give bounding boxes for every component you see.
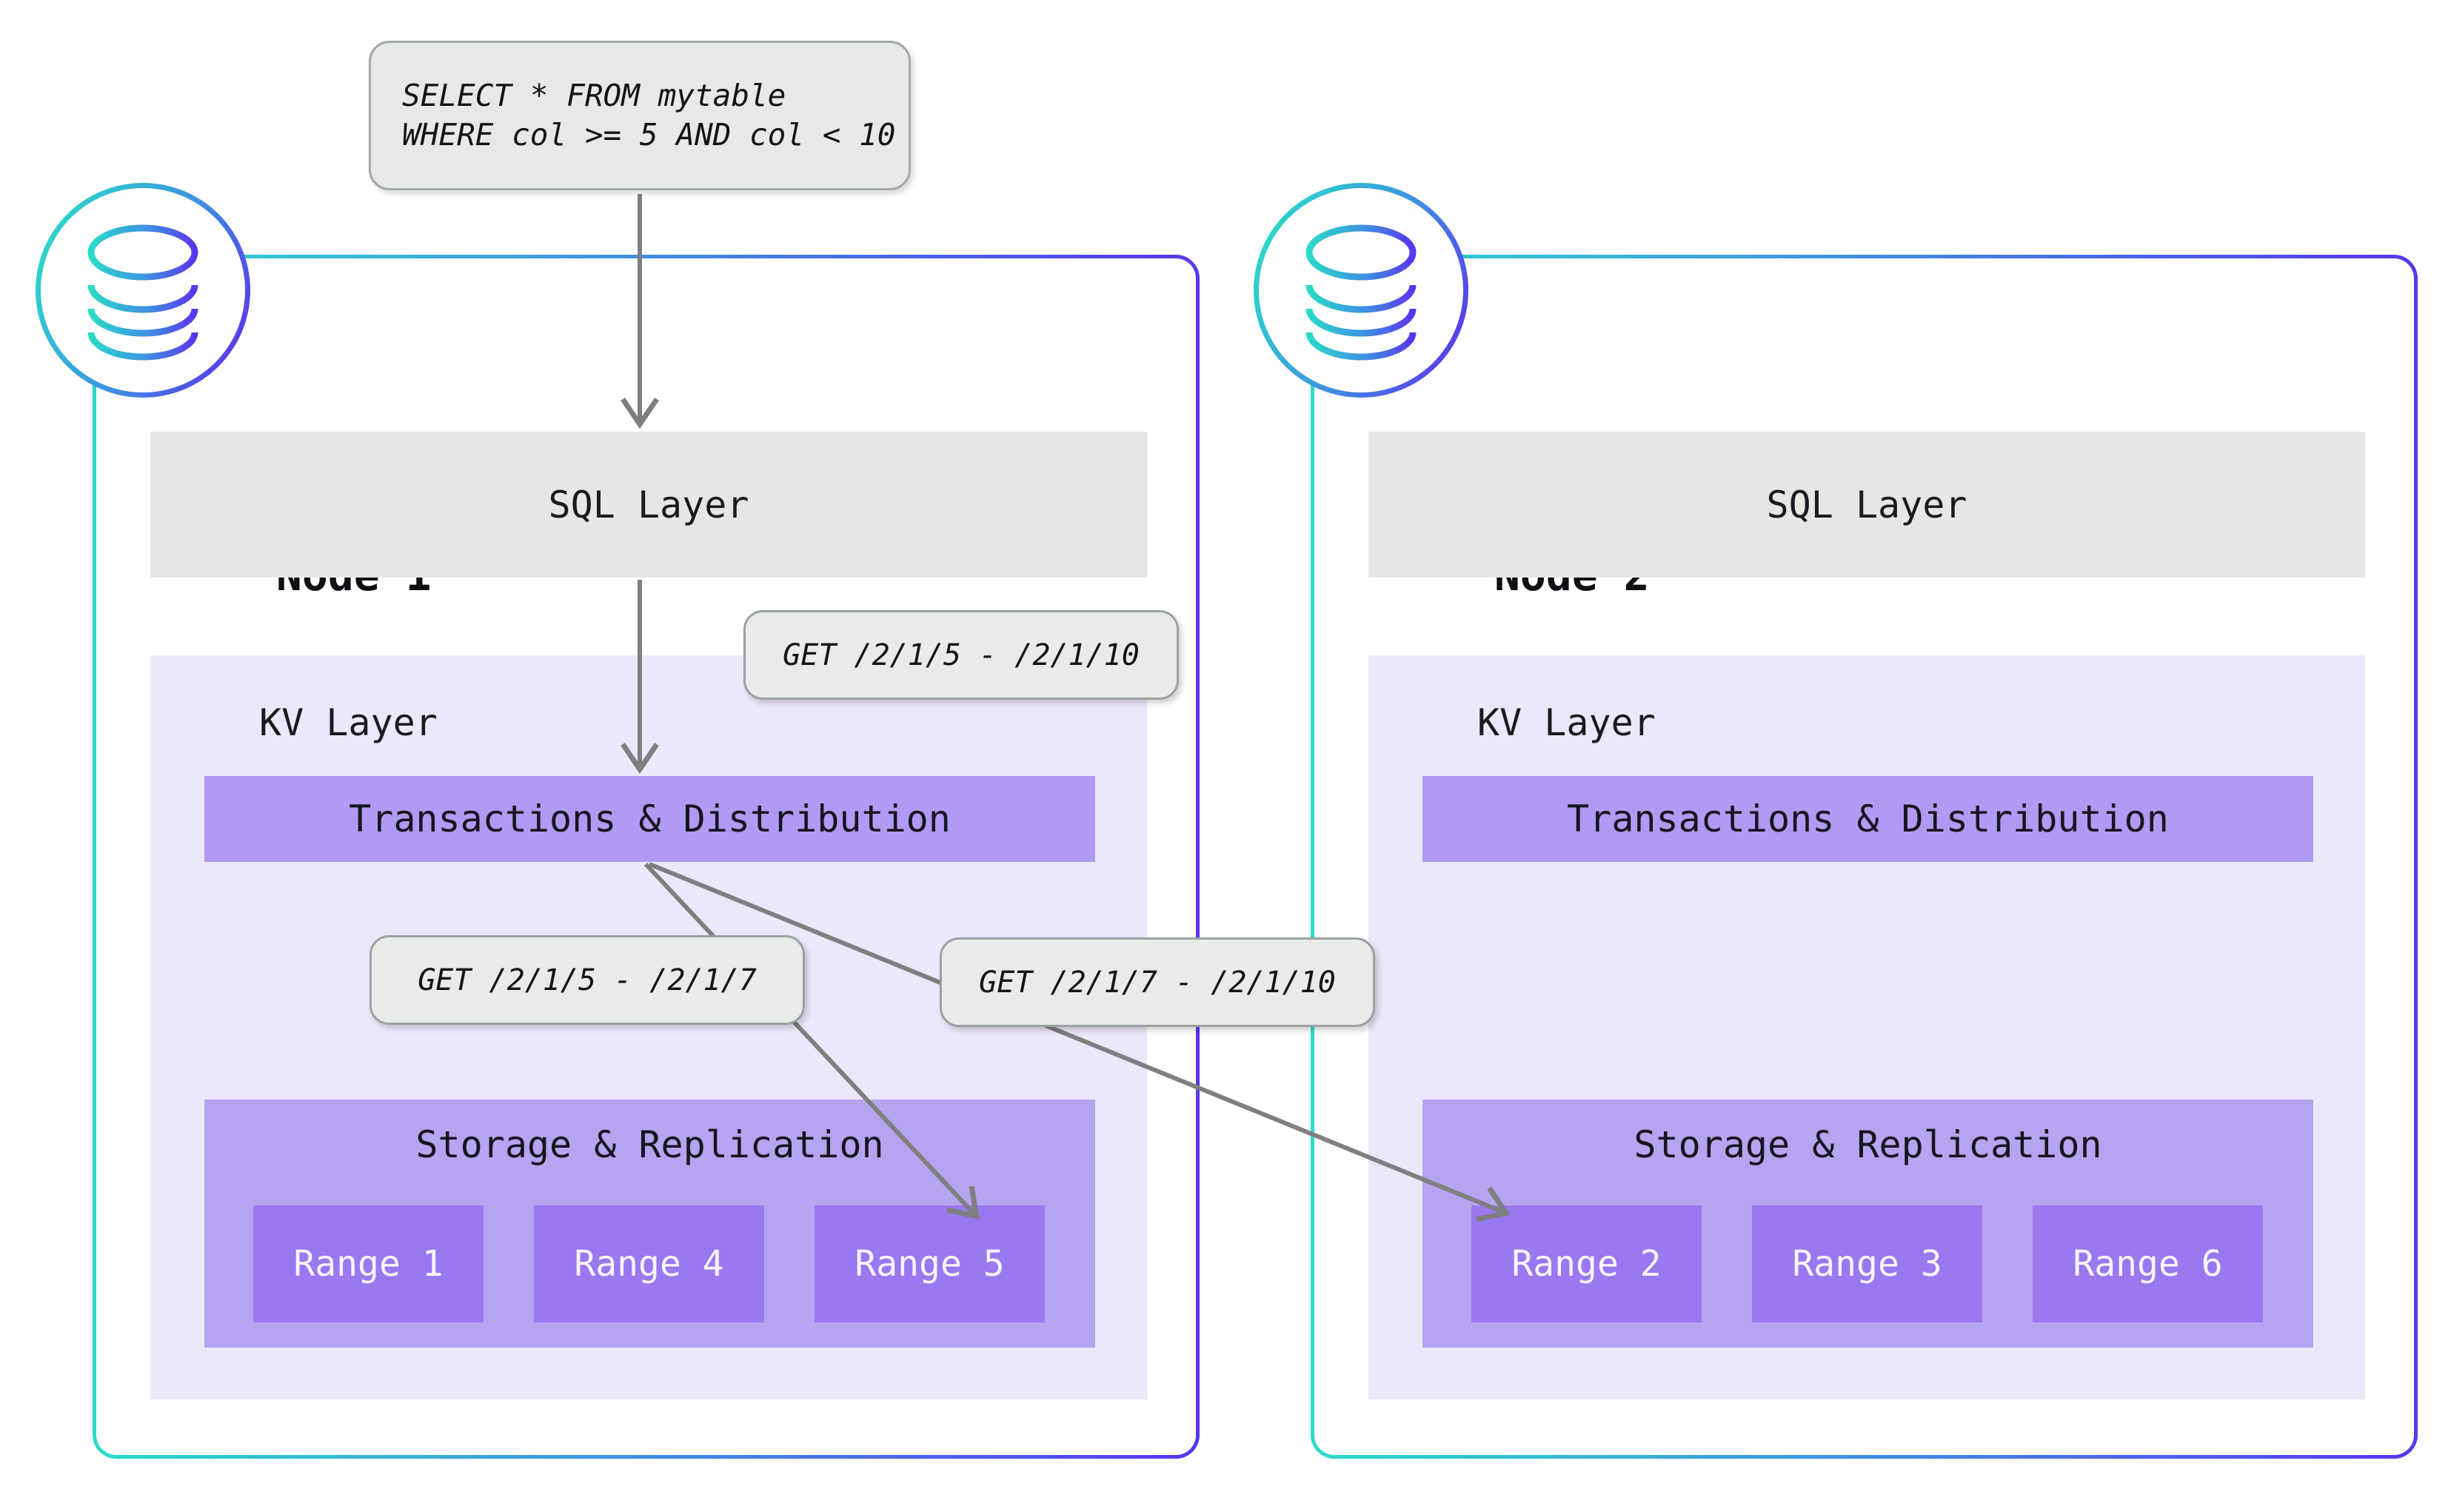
node-2-sql-layer: SQL Layer — [1368, 432, 2365, 578]
node-1-sql-layer: SQL Layer — [150, 432, 1147, 578]
transactions-to-range5-arrow — [643, 862, 980, 1220]
node-1: Node 1 SQL Layer KV Layer Transactions &… — [93, 255, 1200, 1459]
node-1-kv-layer-title: KV Layer — [259, 701, 438, 744]
get-full-range-label: GET /2/1/5 - /2/1/10 — [743, 610, 1179, 700]
node-1-storage-title: Storage & Replication — [415, 1123, 884, 1166]
node-1-transactions-bar: Transactions & Distribution — [204, 776, 1095, 862]
node-2-storage-title: Storage & Replication — [1634, 1123, 2102, 1166]
node-2-kv-layer: KV Layer Transactions & Distribution Sto… — [1368, 655, 2365, 1399]
database-icon — [1305, 224, 1417, 361]
database-icon — [87, 224, 198, 361]
range-box-1: Range 1 — [253, 1205, 484, 1322]
node-1-storage-box: Storage & Replication Range 1 Range 4 Ra… — [204, 1100, 1095, 1348]
get-right-range-label: GET /2/1/7 - /2/1/10 — [940, 937, 1375, 1027]
range-box-5: Range 5 — [815, 1205, 1045, 1322]
node-2-storage-box: Storage & Replication Range 2 Range 3 Ra… — [1422, 1100, 2313, 1348]
node-2-database-badge — [1254, 183, 1468, 398]
node-2-transactions-bar: Transactions & Distribution — [1422, 776, 2313, 862]
transactions-to-range2-arrow — [648, 862, 1511, 1222]
node-1-kv-layer: KV Layer Transactions & Distribution Sto… — [150, 655, 1147, 1399]
sql-query-box: SELECT * FROM mytable WHERE col >= 5 AND… — [369, 41, 911, 190]
range-box-6: Range 6 — [2033, 1205, 2263, 1322]
sql-query-line-2: WHERE col >= 5 AND col < 10 — [402, 117, 896, 153]
range-box-2: Range 2 — [1471, 1205, 1702, 1322]
node-1-database-badge — [36, 183, 250, 398]
node-2: Node 2 SQL Layer KV Layer Transactions &… — [1311, 255, 2418, 1459]
get-left-range-label: GET /2/1/5 - /2/1/7 — [370, 935, 805, 1025]
range-box-3: Range 3 — [1752, 1205, 1982, 1322]
sql-query-line-1: SELECT * FROM mytable — [402, 78, 786, 113]
range-box-4: Range 4 — [534, 1205, 764, 1322]
node-2-kv-layer-title: KV Layer — [1477, 701, 1656, 744]
